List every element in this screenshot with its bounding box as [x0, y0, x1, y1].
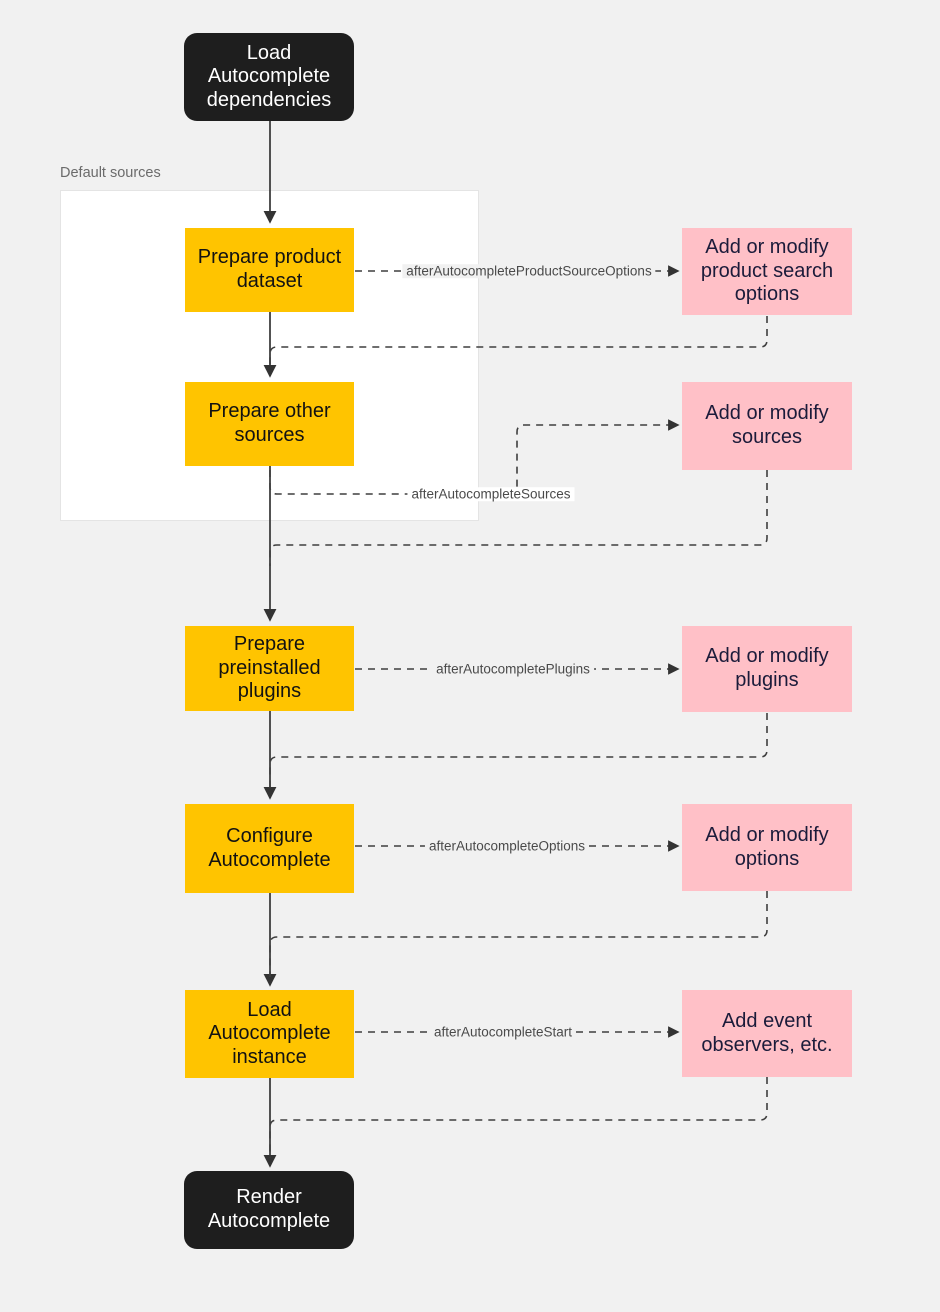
- node-add-or-modify-plugins[interactable]: Add or modify plugins: [682, 626, 852, 712]
- subgraph-default-sources-title: Default sources: [60, 165, 161, 181]
- edge-hook-return-plugins: [269, 713, 768, 790]
- node-add-or-modify-product-search-options[interactable]: Add or modify product search options: [682, 228, 852, 315]
- node-configure-autocomplete-label: Configure Autocomplete: [208, 824, 331, 871]
- edge-label-after-autocomplete-product-source-options: afterAutocompleteProductSourceOptions: [402, 264, 656, 278]
- node-load-autocomplete-instance[interactable]: Load Autocomplete instance: [185, 990, 354, 1078]
- edge-hook-return-sources: [269, 470, 768, 566]
- node-load-autocomplete-instance-label: Load Autocomplete instance: [208, 998, 331, 1068]
- edge-label-after-autocomplete-start: afterAutocompleteStart: [429, 1025, 577, 1039]
- node-configure-autocomplete[interactable]: Configure Autocomplete: [185, 804, 354, 893]
- node-prepare-other-sources-label: Prepare other sources: [208, 400, 331, 446]
- edge-hook-return-product: [269, 316, 768, 366]
- node-load-autocomplete-dependencies[interactable]: Load Autocomplete dependencies: [184, 33, 354, 121]
- node-render-autocomplete-label: Render Autocomplete: [207, 1186, 331, 1232]
- node-add-or-modify-sources-label: Add or modify sources: [705, 402, 829, 448]
- node-prepare-preinstalled-plugins-label: Prepare preinstalled plugins: [218, 633, 321, 703]
- node-add-or-modify-plugins-label: Add or modify plugins: [705, 645, 829, 691]
- edge-hook-return-start: [269, 1077, 768, 1158]
- edge-label-after-autocomplete-plugins: afterAutocompletePlugins: [432, 662, 594, 676]
- node-load-autocomplete-dependencies-label: Load Autocomplete dependencies: [206, 41, 332, 111]
- edge-label-after-autocomplete-options: afterAutocompleteOptions: [424, 839, 590, 853]
- node-prepare-other-sources[interactable]: Prepare other sources: [185, 382, 354, 466]
- edge-label-after-autocomplete-sources: afterAutocompleteSources: [407, 487, 575, 501]
- node-prepare-product-dataset[interactable]: Prepare product dataset: [185, 228, 354, 312]
- node-add-event-observers-label: Add event observers, etc.: [701, 1009, 833, 1056]
- node-add-or-modify-options-label: Add or modify options: [705, 823, 829, 870]
- node-render-autocomplete[interactable]: Render Autocomplete: [184, 1171, 354, 1249]
- node-add-or-modify-sources[interactable]: Add or modify sources: [682, 382, 852, 470]
- edge-hook-return-options: [269, 891, 768, 977]
- node-prepare-product-dataset-label: Prepare product dataset: [197, 246, 342, 292]
- node-add-event-observers[interactable]: Add event observers, etc.: [682, 990, 852, 1077]
- node-prepare-preinstalled-plugins[interactable]: Prepare preinstalled plugins: [185, 626, 354, 711]
- node-add-or-modify-options[interactable]: Add or modify options: [682, 804, 852, 891]
- node-add-or-modify-product-search-options-label: Add or modify product search options: [700, 236, 834, 306]
